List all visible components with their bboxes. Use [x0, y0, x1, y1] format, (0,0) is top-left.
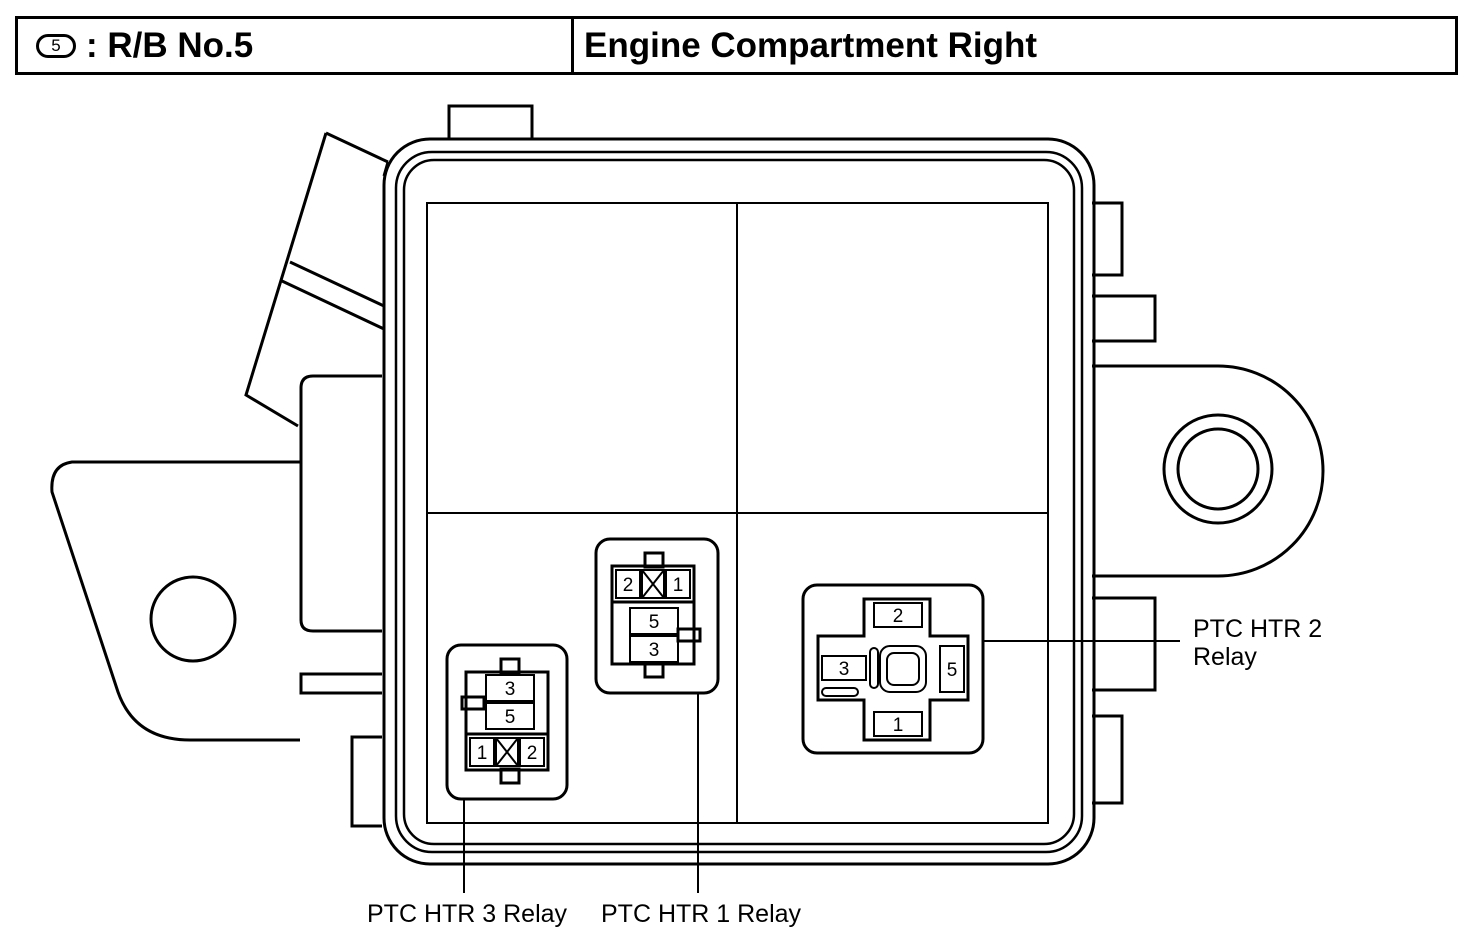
relay-3-pin-2: 2: [527, 743, 538, 764]
relay-3-pin-1-cell: [469, 737, 495, 767]
relay-block-id-cell: 5 : R/B No.5: [18, 19, 574, 72]
relay-2-housing: [801, 583, 985, 755]
ptc-htr-1-relay: 2 1 5 3: [594, 537, 720, 695]
relay-1-pin-1-cell: [665, 569, 691, 599]
ptc-htr-2-relay: 2 3 5 1: [801, 583, 985, 755]
ptc-htr-2-relay-label-line-1: PTC HTR 2: [1193, 615, 1322, 643]
relay-box-inner: [394, 150, 1084, 854]
location-title: Engine Compartment Right: [584, 25, 1038, 65]
relay-box-outer: [382, 137, 1096, 866]
relay-3-pin-5-cell: [485, 702, 535, 730]
right-mounting-ear: [1092, 364, 1325, 578]
ptc-htr-3-relay-label: PTC HTR 3 Relay: [367, 900, 568, 928]
relay-3-blank-cross: [495, 737, 519, 767]
relay-3-pin-5: 5: [505, 707, 516, 728]
title-bar: 5 : R/B No.5 Engine Compartment Right: [15, 16, 1458, 75]
relay-1-pin-1: 1: [673, 575, 684, 596]
relay-3-pin-3: 3: [505, 679, 516, 700]
relay-2-pin-1: 1: [893, 715, 904, 736]
left-bottom-flange: [350, 735, 382, 828]
left-mounting-hole: [149, 575, 237, 663]
relay-2-key: [821, 687, 859, 697]
left-side-tab: [299, 672, 382, 695]
relay-1-housing: [594, 537, 720, 695]
relay-1-pin-5: 5: [649, 612, 660, 633]
relay-2-slot: [869, 647, 879, 689]
relay-1-pin-3: 3: [649, 640, 660, 661]
left-mounting-bracket: [50, 460, 300, 742]
relay-1-body: [610, 564, 696, 666]
relay-2-pin-2: 2: [893, 606, 904, 627]
relay-1-pin-2: 2: [623, 575, 634, 596]
relay-3-blank-cell: [495, 737, 519, 767]
relay-2-pin-3: 3: [839, 659, 850, 680]
relay-2-pin-3-cell: [821, 655, 867, 681]
relay-block-title: : R/B No.5: [86, 25, 254, 65]
relay-2-pin-1-cell: [873, 711, 923, 737]
relay-1-blank-cross: [641, 569, 665, 599]
right-mounting-hole-outer: [1162, 413, 1274, 525]
relay-1-pin-5-cell: [629, 607, 679, 635]
relay-2-center-outer: [879, 645, 927, 693]
relay-3-body: [464, 670, 550, 772]
ptc-htr-2-relay-label-line-2: Relay: [1193, 643, 1257, 671]
relay-2-pin-5-cell: [939, 645, 965, 693]
ptc-htr-3-relay: 3 5 1 2: [445, 643, 569, 801]
relay-1-pin-3-cell: [629, 635, 679, 663]
relay-2-center-inner: [886, 652, 920, 686]
relay-3-side-key: [460, 695, 486, 711]
relay-box-rim: [402, 158, 1076, 846]
relay-2-pin-2-cell: [873, 602, 923, 628]
slanted-connector-ribs: [281, 260, 385, 331]
right-tab-lower: [1092, 596, 1157, 692]
location-cell: Engine Compartment Right: [574, 19, 1455, 72]
relay-1-pin-2-cell: [615, 569, 641, 599]
slanted-connector: [244, 131, 390, 428]
right-tab-middle: [1092, 294, 1157, 343]
relay-3-pin-2-cell: [519, 737, 545, 767]
right-tab-upper: [1092, 201, 1124, 277]
left-connector-housing: [299, 374, 382, 633]
ptc-htr-1-relay-label: PTC HTR 1 Relay: [601, 900, 802, 928]
relay-2-pin-5: 5: [947, 660, 958, 681]
relay-3-pin-3-cell: [485, 674, 535, 702]
right-tab-bottom: [1092, 714, 1124, 805]
top-tab: [447, 104, 534, 139]
relay-1-blank-cell: [641, 569, 665, 599]
right-mounting-hole-inner: [1176, 427, 1260, 511]
relay-3-pin-1: 1: [477, 743, 488, 764]
relay-3-housing: [445, 643, 569, 801]
relay-2-cross-body: [816, 597, 970, 742]
block-number-badge: 5: [36, 33, 76, 58]
